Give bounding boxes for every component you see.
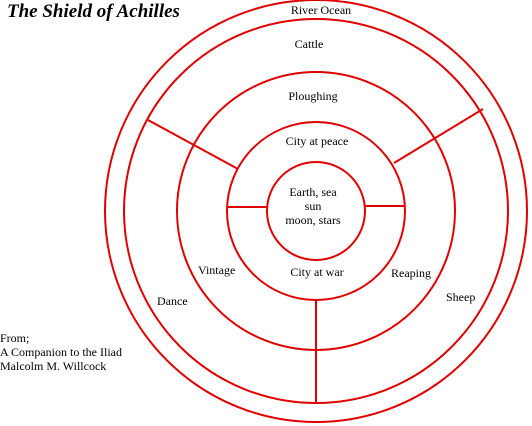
label-reaping: Reaping: [391, 266, 431, 280]
label-cattle: Cattle: [294, 37, 324, 51]
label-city-at-peace: City at peace: [285, 134, 349, 148]
label-center-line-3: moon, stars: [285, 213, 341, 227]
label-dance: Dance: [157, 294, 188, 308]
ring-center: [266, 161, 366, 261]
label-ploughing: Ploughing: [288, 89, 338, 103]
diagram-title: The Shield of Achilles: [7, 1, 180, 22]
source-line-2: A Companion to the Iliad: [0, 345, 122, 359]
label-center-line-1: Earth, sea: [289, 185, 337, 199]
label-center-line-2: sun: [304, 199, 322, 213]
label-center: Earth, sea sun moon, stars: [285, 185, 340, 227]
divider-upper-right: [393, 108, 484, 164]
source-citation: From; A Companion to the Iliad Malcolm M…: [0, 331, 122, 373]
source-line-1: From;: [0, 331, 30, 345]
source-line-3: Malcolm M. Willcock: [0, 359, 107, 373]
label-river-ocean: River Ocean: [290, 3, 352, 17]
label-sheep: Sheep: [446, 290, 476, 304]
label-city-at-war: City at war: [290, 265, 344, 279]
ring-outer: [104, 0, 528, 423]
label-vintage: Vintage: [198, 263, 236, 277]
divider-upper-left: [147, 119, 239, 170]
